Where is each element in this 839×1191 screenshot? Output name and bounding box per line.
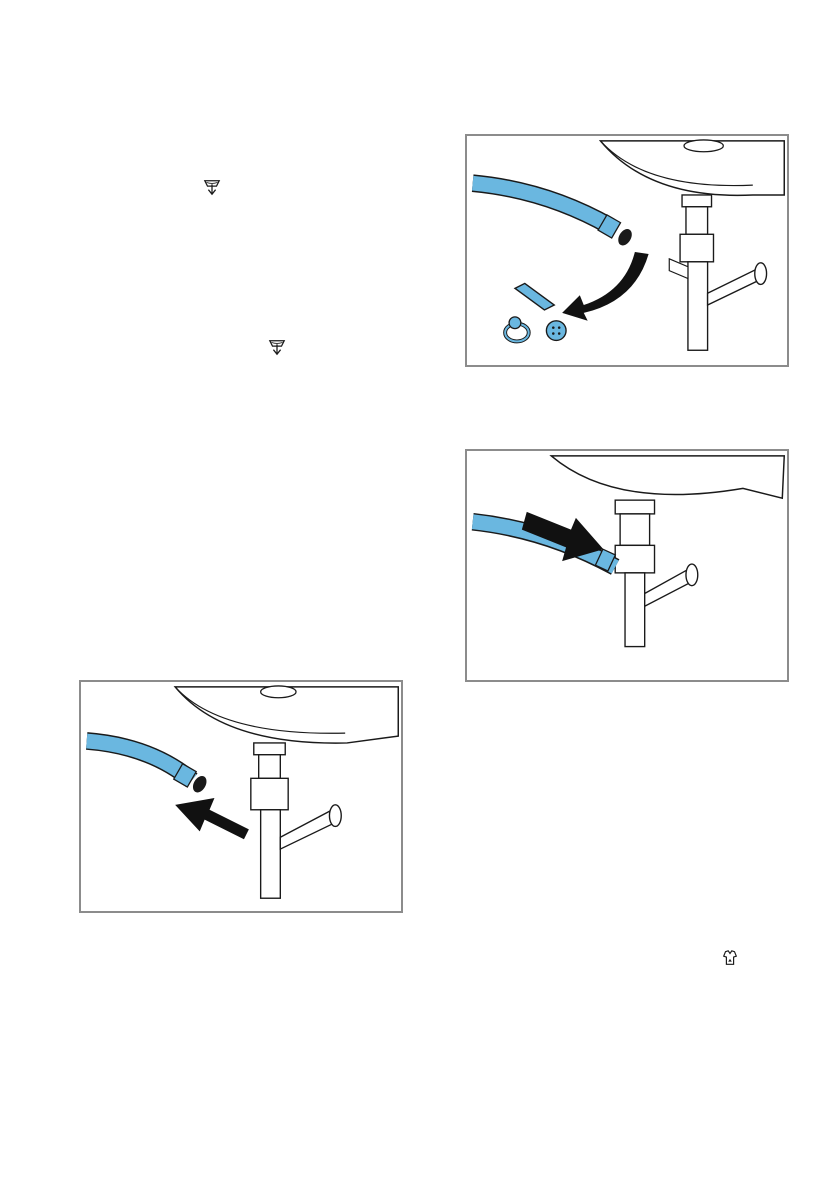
figure-remove-foreign-objects — [465, 134, 789, 367]
easy-iron-icon — [721, 949, 739, 967]
figure-connect-hose-to-siphon — [465, 449, 789, 682]
rinse-drain-icon — [268, 338, 286, 356]
rinse-drain-icon — [203, 178, 221, 196]
figure-disconnect-hose-from-siphon — [79, 680, 403, 913]
